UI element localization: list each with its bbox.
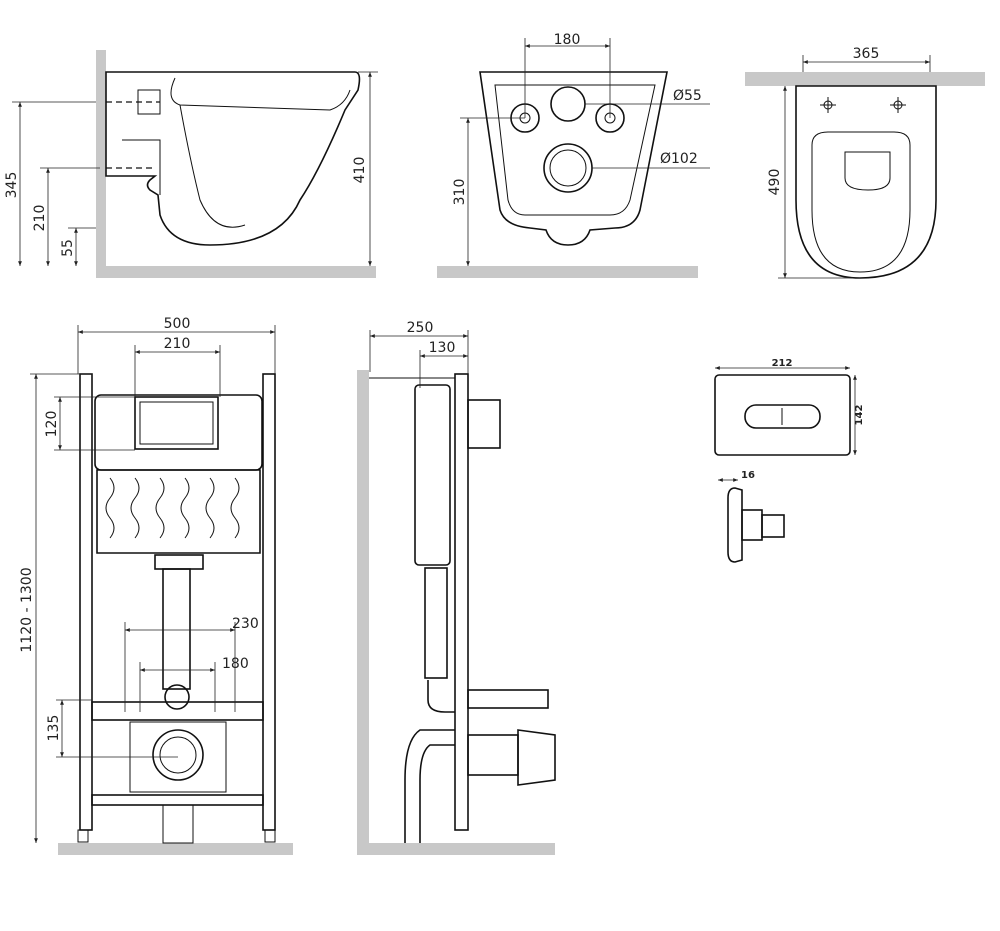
dim-210: 210 bbox=[32, 205, 48, 232]
frame-front-view: 500 210 120 1120 - 1300 230 180 135 bbox=[19, 316, 293, 855]
dim-180-studs: 180 bbox=[222, 656, 249, 672]
toilet-front-view: 180 Ø55 Ø102 310 bbox=[437, 32, 710, 278]
toilet-side-view: 345 210 55 410 bbox=[4, 50, 378, 278]
dim-135: 135 bbox=[46, 715, 62, 742]
dim-365: 365 bbox=[853, 46, 880, 62]
dim-210-plate: 210 bbox=[164, 336, 191, 352]
toilet-top-view: 365 490 bbox=[745, 46, 985, 279]
dim-120: 120 bbox=[44, 411, 60, 438]
dim-55: 55 bbox=[60, 239, 76, 257]
dim-142: 142 bbox=[854, 405, 865, 426]
dim-16: 16 bbox=[741, 470, 755, 481]
frame-side-view: 250 130 bbox=[357, 320, 556, 855]
dim-310: 310 bbox=[452, 179, 468, 206]
dim-102-diameter: Ø102 bbox=[660, 151, 698, 167]
dim-130: 130 bbox=[429, 340, 456, 356]
dim-250: 250 bbox=[407, 320, 434, 336]
dim-frame-height: 1120 - 1300 bbox=[19, 567, 35, 652]
dim-55-diameter: Ø55 bbox=[673, 88, 702, 104]
dim-230: 230 bbox=[232, 616, 259, 632]
dim-410: 410 bbox=[352, 157, 368, 184]
dim-180: 180 bbox=[554, 32, 581, 48]
dim-490: 490 bbox=[767, 169, 783, 196]
dim-212: 212 bbox=[772, 358, 793, 369]
dim-500: 500 bbox=[164, 316, 191, 332]
flush-plate: 212 142 16 bbox=[714, 358, 865, 563]
dim-345: 345 bbox=[4, 172, 20, 199]
